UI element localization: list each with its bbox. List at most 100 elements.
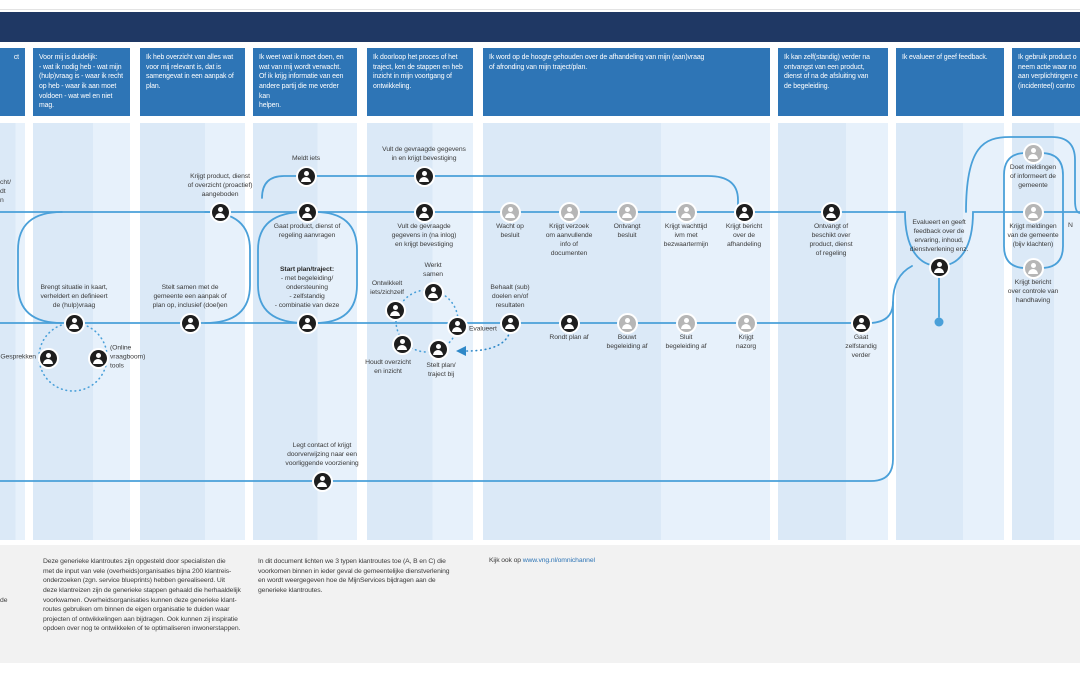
person-body [564,323,574,329]
person-icon [297,167,315,185]
person-head [1030,147,1036,153]
vng-omnichannel-link[interactable]: www.vng.nl/omnichannel [522,557,595,564]
person-head [392,304,398,310]
journey-column-band-7 [778,123,888,540]
person-head [936,261,942,267]
person-head [566,206,572,212]
person-body [739,212,749,218]
footer-text-document: In dit document lichten we 3 typen klant… [258,558,450,594]
person-body [622,212,632,218]
step-label: Behaalt (sub) doelen en/of resultaten [490,284,530,310]
journey-column-band-8 [896,123,1004,540]
step-label: Doet meldingen of informeert de gemeente [1009,164,1057,189]
person-body [317,481,327,487]
person-head [1030,206,1036,212]
person-body [622,323,632,329]
step-label: Krijgt meldingen van de gemeente (bijv k… [1007,223,1059,248]
feedback-end-dot [934,317,944,327]
route-line-overpass [965,136,1080,214]
person-icon [65,314,83,332]
navy-header-bar [0,12,1080,42]
person-head [683,317,689,323]
bracket-plan-right [314,211,358,324]
person-icon [560,203,578,221]
dotted-circle-intake-tools [38,322,108,392]
person-body [302,212,312,218]
stage-header-9: Ik gebruik product o neem actie waar no … [1012,48,1080,116]
person-icon [298,314,316,332]
step-label: Werkt samen [423,262,443,279]
person-icon [501,314,519,332]
step-label: Start plan/traject: - met begeleiding/ o… [274,266,340,310]
person-head [95,352,101,358]
step-label: Vult de gevraagde gegevens in (na inlog)… [391,223,457,248]
person-head [741,206,747,212]
stage-header-1: ct [0,48,25,116]
stage-header-4: Ik weet wat ik moet doen, en wat van mij… [253,48,357,116]
journey-column-band-2 [33,123,130,540]
step-label: Legt contact of krijgt doorverwijzing na… [285,442,359,468]
person-icon [448,317,466,335]
person-head [1030,262,1036,268]
person-icon [677,203,695,221]
step-label: Krijgt bericht over de afhandeling [725,223,763,248]
bracket-mid-left [204,211,251,324]
person-body [397,344,407,350]
footer-link-line: Kijk ook op www.vng.nl/omnichannel [489,557,595,564]
person-head [303,170,309,176]
person-icon [298,203,316,221]
person-icon [415,167,433,185]
person-icon [1024,259,1042,277]
person-body [302,323,312,329]
person-body [428,292,438,298]
person-head [71,317,77,323]
step-label: Ontvangt of beschikt over product, diens… [809,223,853,257]
top-hairline [0,9,1080,10]
step-label: Krijgt nazorg [735,334,757,350]
person-icon [560,314,578,332]
step-label: Stelt plan/ traject bij [426,362,456,378]
person-icon [424,283,442,301]
person-body [93,358,103,364]
person-icon [393,335,411,353]
person-head [858,317,864,323]
route-line-bottom [0,301,894,482]
journey-column-band-1 [0,123,25,540]
step-label: Krijgt wachttijd ivm met bezwaartermijn [663,223,709,248]
step-label: Gesprekken [0,353,36,361]
person-head [566,317,572,323]
person-head [683,206,689,212]
person-icon [415,203,433,221]
step-label: Ontvangt besluit [613,223,641,239]
stage-header-3: Ik heb overzicht van alles wat voor mij … [140,48,245,116]
person-icon [429,340,447,358]
person-head [187,317,193,323]
step-label: Krijgt bericht over controle van handhav… [1007,279,1059,304]
cut-text-fragment-3: N [1068,222,1073,229]
person-body [390,310,400,316]
person-body [1028,212,1038,218]
person-head [454,320,460,326]
person-head [430,286,436,292]
step-label: Ontwikkelt iets/zichzelf [370,280,404,297]
person-icon [89,349,107,367]
step-label: Gaat product, dienst of regeling aanvrag… [273,223,341,239]
step-label: (Online vraagboom) tools [110,344,146,370]
step-label: Krijgt product, dienst of overzicht (pro… [187,173,253,199]
person-body [681,323,691,329]
person-icon [211,203,229,221]
person-body [43,358,53,364]
journey-column-band-3 [140,123,245,540]
person-body [681,212,691,218]
bracket-left-outer [17,211,63,324]
person-head [507,206,513,212]
cut-text-fragment-1: cht/ dt n [0,179,11,205]
person-icon [618,314,636,332]
person-head [743,317,749,323]
person-icon [313,472,331,490]
route-line-top [261,175,739,213]
person-body [934,267,944,273]
person-icon [181,314,199,332]
person-icon [852,314,870,332]
